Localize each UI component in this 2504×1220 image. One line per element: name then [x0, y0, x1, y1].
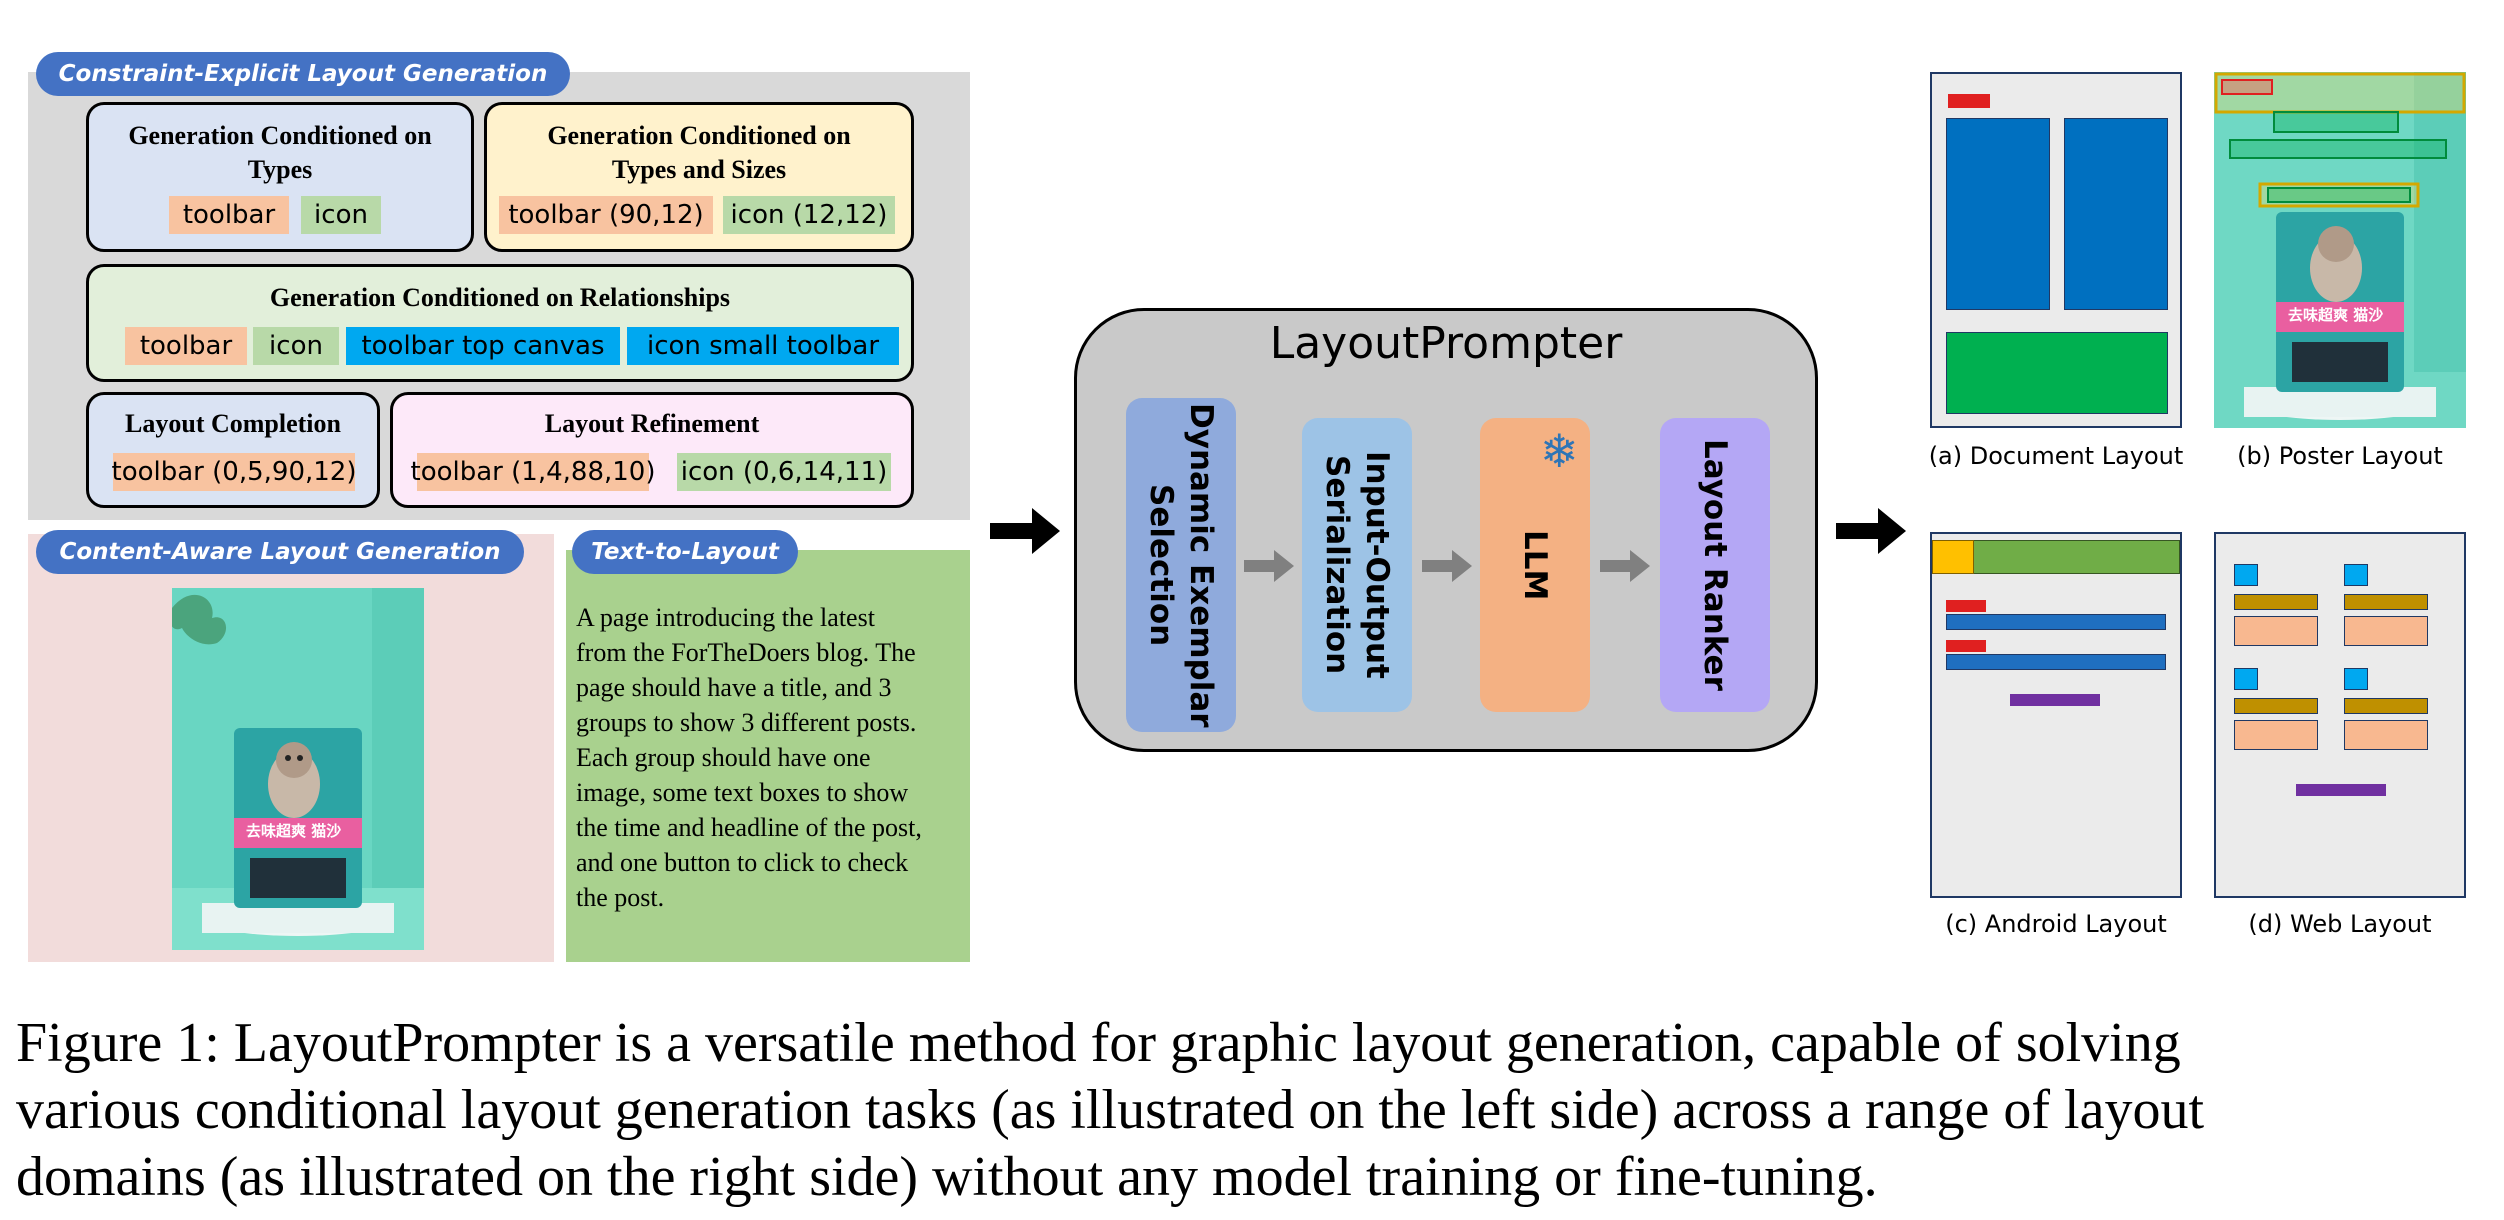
android-text-element: [1946, 654, 2166, 670]
module-label: Dynamic Exemplar Selection: [1143, 402, 1219, 728]
android-button-element: [2010, 694, 2100, 706]
prompt-line: page should have a title, and 3: [576, 673, 892, 702]
types-sizes-box: Generation Conditioned on Types and Size…: [484, 102, 914, 252]
types-sizes-box-title: Generation Conditioned on Types and Size…: [547, 121, 851, 184]
caption-line: Figure 1: LayoutPrompter is a versatile …: [16, 1012, 2181, 1074]
completion-box: Layout Completion toolbar (0,5,90,12): [86, 392, 380, 508]
chip-toolbar-completion: toolbar (0,5,90,12): [112, 453, 356, 491]
prompt-line: groups to show 3 different posts.: [576, 708, 917, 737]
module-dynamic-exemplar-selection: Dynamic Exemplar Selection: [1126, 398, 1236, 732]
web-textbox-element: [2344, 720, 2428, 750]
web-image-element: [2234, 564, 2258, 586]
chip-relation-small: icon small toolbar: [627, 327, 899, 365]
caption-line: various conditional layout generation ta…: [16, 1079, 2205, 1141]
web-image-element: [2344, 564, 2368, 586]
web-textbox-element: [2344, 616, 2428, 646]
android-label-element: [1946, 640, 1986, 652]
android-icon-element: [1932, 540, 1974, 574]
chip-icon: icon: [301, 196, 381, 234]
web-textbox-element: [2234, 720, 2318, 750]
prompt-line: and one button to click to check: [576, 848, 909, 877]
module-input-output-serialization: Input-Output Serialization: [1302, 418, 1412, 712]
chip-icon-refinement: icon (0,6,14,11): [677, 453, 891, 491]
snowflake-icon: ❄: [1540, 424, 1579, 478]
types-box-title: Generation Conditioned on Types: [128, 121, 432, 184]
doc-title-element: [1948, 94, 1990, 108]
prompt-line: image, some text boxes to show: [576, 778, 909, 807]
left-to-center-arrow: [990, 508, 1060, 554]
doc-text-block: [2064, 118, 2168, 310]
relationships-box: Generation Conditioned on Relationships …: [86, 264, 914, 382]
web-layout-caption: (d) Web Layout: [2248, 910, 2432, 938]
web-image-element: [2344, 668, 2368, 690]
module-layout-ranker: Layout Ranker: [1660, 418, 1770, 712]
android-layout-canvas: [1930, 532, 2182, 898]
chip-relation-top: toolbar top canvas: [346, 327, 620, 365]
refinement-box: Layout Refinement toolbar (1,4,88,10) ic…: [390, 392, 914, 508]
chip-icon: icon: [253, 327, 339, 365]
text-to-layout-prompt: A page introducing the latest from the F…: [576, 600, 966, 915]
web-text-element: [2234, 698, 2318, 714]
poster-canvas-art: [172, 588, 424, 950]
chip-toolbar-size: toolbar (90,12): [499, 196, 713, 234]
chip-toolbar: toolbar: [169, 196, 289, 234]
poster-layout-canvas: 去味超爽 猫沙: [2214, 72, 2466, 428]
constraint-explicit-pill: Constraint-Explicit Layout Generation: [36, 52, 570, 96]
prompt-line: Each group should have one: [576, 743, 871, 772]
web-image-element: [2234, 668, 2258, 690]
prompt-line: A page introducing the latest: [576, 603, 875, 632]
figure-caption: Figure 1: LayoutPrompter is a versatile …: [16, 1010, 2204, 1211]
web-textbox-element: [2234, 616, 2318, 646]
doc-text-block: [1946, 118, 2050, 310]
text-to-layout-pill: Text-to-Layout: [572, 530, 798, 574]
doc-figure-block: [1946, 332, 2168, 414]
web-text-element: [2344, 698, 2428, 714]
prompt-line: the time and headline of the post,: [576, 813, 922, 842]
refinement-box-title: Layout Refinement: [544, 409, 760, 438]
chip-toolbar-refinement: toolbar (1,4,88,10): [411, 453, 655, 491]
types-box: Generation Conditioned on Types toolbar …: [86, 102, 474, 252]
poster-product-label: 去味超爽 猫沙: [2288, 306, 2384, 324]
web-layout-canvas: [2214, 532, 2466, 898]
flow-arrow-3: [1600, 550, 1650, 582]
chip-icon-size: icon (12,12): [723, 196, 895, 234]
poster-canvas-image: 去味超爽 猫沙: [172, 588, 424, 950]
prompt-line: the post.: [576, 883, 665, 912]
text-to-layout-panel: [566, 550, 970, 962]
completion-box-title: Layout Completion: [125, 409, 341, 438]
document-layout-canvas: [1930, 72, 2182, 428]
prompt-line: from the ForTheDoers blog. The: [576, 638, 916, 667]
android-layout-caption: (c) Android Layout: [1945, 910, 2167, 938]
web-text-element: [2234, 594, 2318, 610]
web-button-element: [2296, 784, 2386, 796]
web-text-element: [2344, 594, 2428, 610]
poster-layout-art: [2214, 72, 2466, 428]
document-layout-caption: (a) Document Layout: [1928, 442, 2184, 470]
content-aware-pill: Content-Aware Layout Generation: [36, 530, 524, 574]
flow-arrow-1: [1244, 550, 1294, 582]
poster-layout-caption: (b) Poster Layout: [2237, 442, 2443, 470]
center-to-right-arrow: [1836, 508, 1906, 554]
module-label: Input-Output Serialization: [1319, 451, 1395, 679]
layoutprompter-title: LayoutPrompter: [1269, 318, 1623, 369]
module-label: LLM: [1517, 529, 1553, 601]
relationships-box-title: Generation Conditioned on Relationships: [269, 283, 731, 312]
caption-line: domains (as illustrated on the right sid…: [16, 1146, 1878, 1208]
product-label: 去味超爽 猫沙: [246, 822, 342, 840]
android-text-element: [1946, 614, 2166, 630]
android-label-element: [1946, 600, 1986, 612]
chip-toolbar: toolbar: [125, 327, 247, 365]
module-llm: LLM: [1480, 418, 1590, 712]
flow-arrow-2: [1422, 550, 1472, 582]
module-label: Layout Ranker: [1697, 439, 1733, 691]
